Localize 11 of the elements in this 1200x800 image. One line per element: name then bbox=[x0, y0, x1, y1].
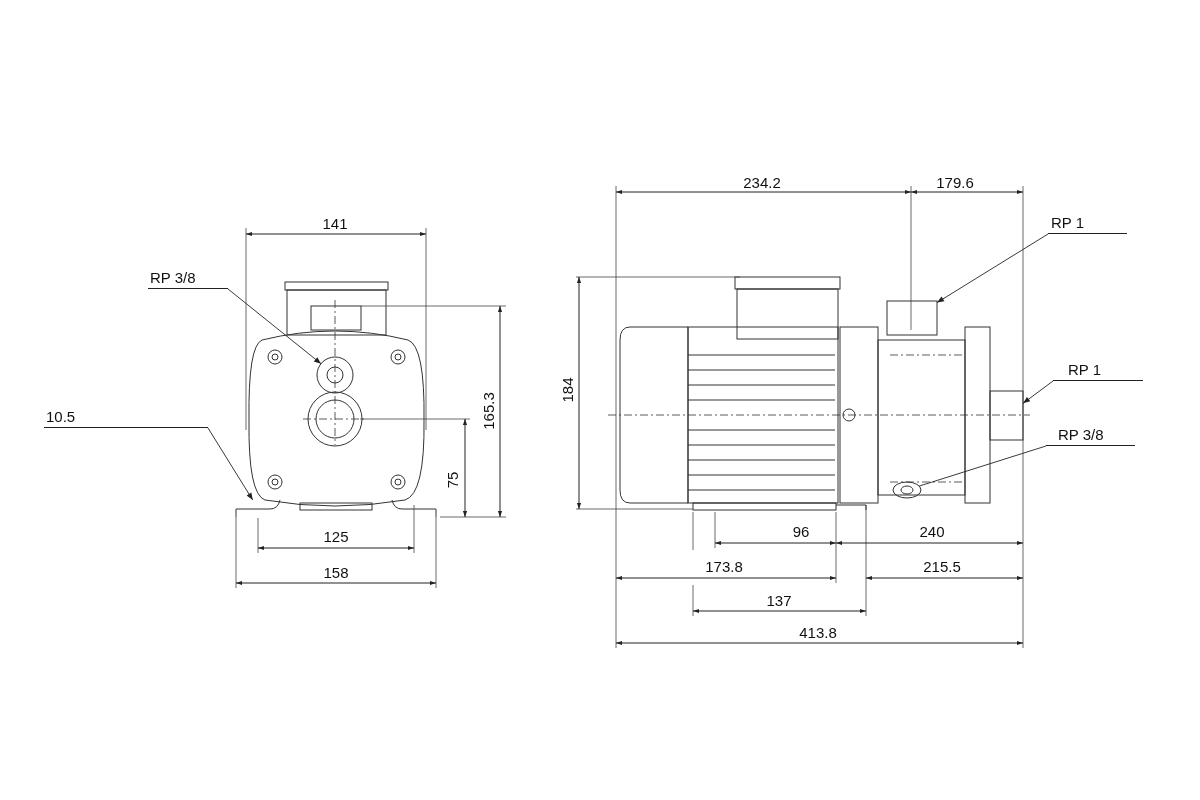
leader-line bbox=[918, 445, 1047, 487]
leader-label: 10.5 bbox=[44, 407, 208, 428]
leader-label: RP 3/8 bbox=[1046, 425, 1135, 446]
outlet-port bbox=[886, 300, 938, 336]
leader-label: RP 1 bbox=[1048, 213, 1127, 234]
leader-label: RP 1 bbox=[1053, 360, 1143, 381]
port-fitting bbox=[316, 356, 354, 394]
mounting-foot bbox=[235, 499, 281, 518]
inlet-port bbox=[989, 390, 1024, 441]
drain-plug bbox=[892, 481, 922, 499]
leader-label: RP 3/8 bbox=[148, 268, 228, 289]
